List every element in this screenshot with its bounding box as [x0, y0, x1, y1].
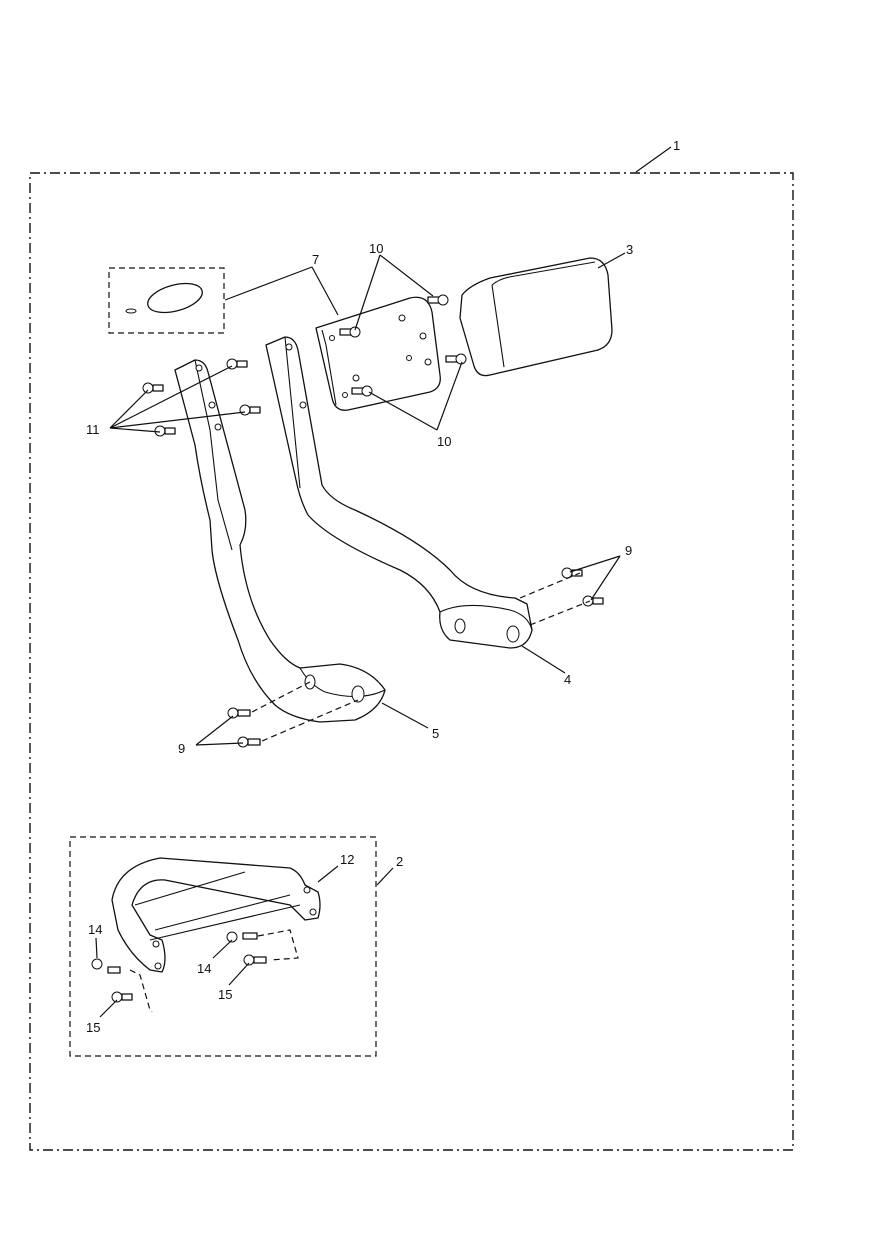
- callout-1: 1: [673, 138, 680, 153]
- callout-10-top: 10: [369, 241, 383, 256]
- callout-15-left: 15: [86, 1020, 100, 1035]
- alignment-lines: [251, 572, 591, 742]
- callout-3: 3: [626, 242, 633, 257]
- grab-rail: [111, 857, 321, 973]
- callout-14-right: 14: [197, 961, 211, 976]
- callout-7: 7: [312, 252, 319, 267]
- right-bracket: [265, 336, 533, 649]
- mounting-plate: [315, 296, 441, 411]
- leader-lines: [95, 146, 672, 1018]
- callout-11: 11: [86, 422, 100, 437]
- callout-15-right: 15: [218, 987, 232, 1002]
- callout-2: 2: [396, 854, 403, 869]
- grab-rail-inset-box: [69, 836, 377, 1057]
- screws-10: [339, 294, 467, 397]
- callout-4: 4: [564, 672, 571, 687]
- callout-9-left: 9: [178, 741, 185, 756]
- callout-5: 5: [432, 726, 439, 741]
- callout-14-left: 14: [88, 922, 102, 937]
- callout-9-right: 9: [625, 543, 632, 558]
- gasket: [147, 282, 203, 314]
- screws-14-15: [91, 929, 299, 1013]
- callout-10-bottom: 10: [437, 434, 451, 449]
- screws-11: [142, 358, 261, 437]
- gasket-hole: [125, 308, 137, 314]
- kit-boundary: [29, 172, 794, 1151]
- tail-light: [459, 257, 613, 377]
- callout-12: 12: [340, 852, 354, 867]
- screws-9: [227, 567, 604, 748]
